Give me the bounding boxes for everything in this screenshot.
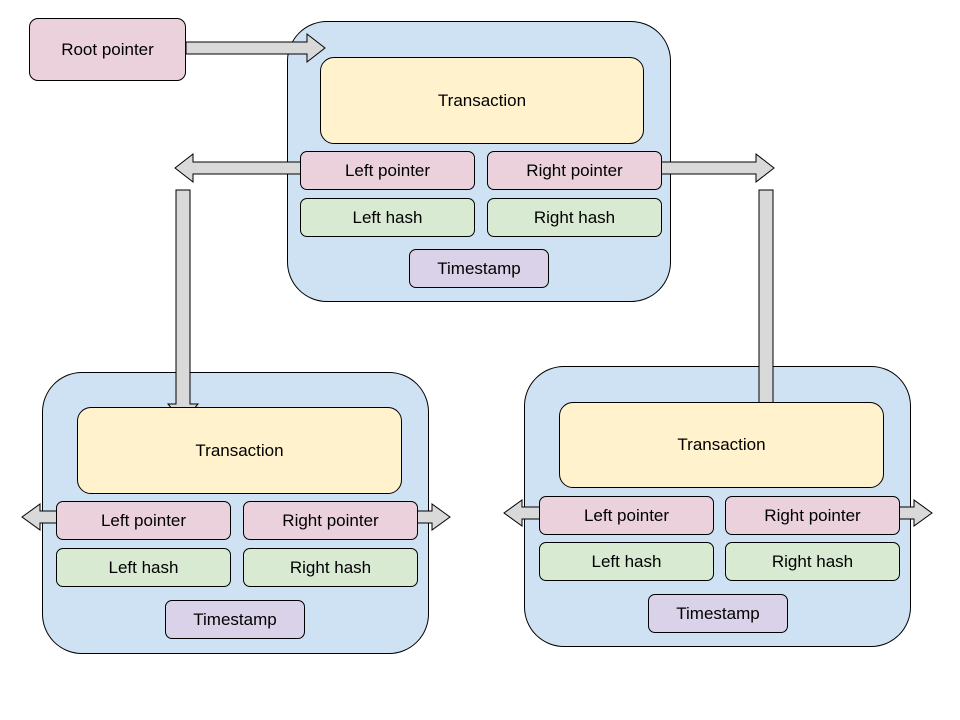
node-top-right-pointer: Right pointer — [487, 151, 662, 190]
node-bottom-left-right-hash: Right hash — [243, 548, 418, 587]
node-bottom-left-left-hash: Left hash — [56, 548, 231, 587]
node-bottom-right-left-pointer: Left pointer — [539, 496, 714, 535]
node-bottom-left-right-pointer: Right pointer — [243, 501, 418, 540]
node-top-transaction: Transaction — [320, 57, 644, 144]
node-top-right-hash: Right hash — [487, 198, 662, 237]
node-bottom-left-left-pointer: Left pointer — [56, 501, 231, 540]
node-bottom-left-transaction: Transaction — [77, 407, 402, 494]
node-bottom-right-right-hash: Right hash — [725, 542, 900, 581]
node-bottom-right-right-pointer: Right pointer — [725, 496, 900, 535]
arrow-down-to-bottom-left — [166, 189, 200, 423]
node-top-left-hash: Left hash — [300, 198, 475, 237]
node-bottom-right-left-hash: Left hash — [539, 542, 714, 581]
arrow-down-to-bottom-right — [749, 189, 783, 422]
node-bottom-right-transaction: Transaction — [559, 402, 884, 488]
node-top-timestamp: Timestamp — [409, 249, 549, 288]
arrow-top-right-horizontal — [644, 152, 775, 184]
root-pointer-box: Root pointer — [29, 18, 186, 81]
arrow-top-left-horizontal — [174, 152, 317, 184]
node-top-left-pointer: Left pointer — [300, 151, 475, 190]
node-bottom-right-timestamp: Timestamp — [648, 594, 788, 633]
arrow-root-to-top — [185, 32, 326, 64]
node-bottom-left-timestamp: Timestamp — [165, 600, 305, 639]
